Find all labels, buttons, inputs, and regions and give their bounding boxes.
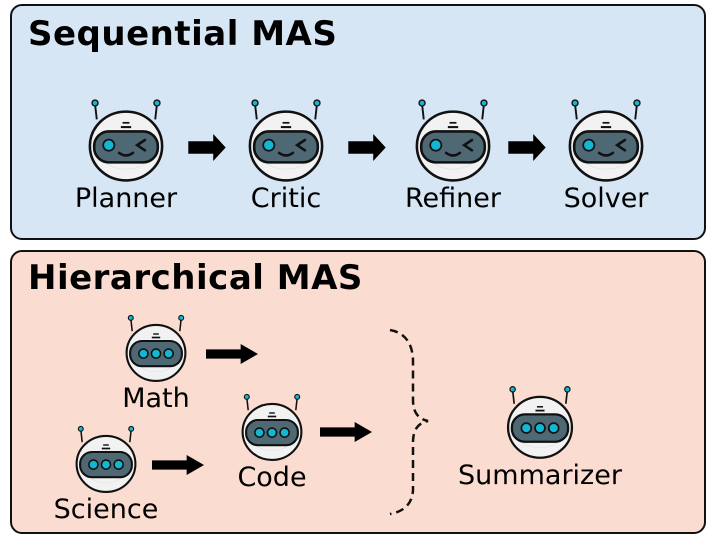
agent-math: Math — [108, 313, 204, 412]
hierarchical-mas-panel: Hierarchical MAS — [10, 250, 706, 534]
arrow-right-icon — [152, 455, 204, 475]
arrow-right-icon — [206, 344, 258, 364]
arrow-right-icon — [320, 422, 372, 442]
agent-critic: Critic — [236, 97, 336, 212]
agent-science: Science — [46, 424, 166, 523]
robot-dots-icon — [121, 313, 191, 383]
agent-label: Planner — [74, 183, 178, 214]
agent-solver: Solver — [553, 97, 659, 212]
arrow-right-icon — [508, 134, 546, 161]
arrow-right-icon — [348, 134, 386, 161]
hierarchical-mas-title: Hierarchical MAS — [28, 258, 363, 298]
agent-summarizer: Summarizer — [450, 384, 630, 489]
sequential-mas-title: Sequential MAS — [28, 14, 338, 54]
agent-label: Math — [122, 383, 190, 414]
agent-label: Science — [53, 494, 159, 525]
agent-code: Code — [230, 392, 314, 491]
robot-dots-icon — [502, 384, 578, 460]
agent-refiner: Refiner — [394, 97, 512, 212]
robot-wink-icon — [83, 97, 169, 183]
robot-dots-icon — [237, 392, 307, 462]
agent-label: Code — [237, 462, 307, 493]
robot-dots-icon — [71, 424, 141, 494]
robot-wink-icon — [563, 97, 649, 183]
agent-planner: Planner — [72, 97, 180, 212]
agent-label: Solver — [563, 183, 649, 214]
dashed-brace-icon — [389, 328, 429, 516]
agent-label: Summarizer — [458, 460, 622, 491]
arrow-right-icon — [188, 134, 226, 161]
agent-label: Refiner — [405, 183, 501, 214]
agent-label: Critic — [250, 183, 322, 214]
robot-wink-icon — [243, 97, 329, 183]
robot-wink-icon — [410, 97, 496, 183]
